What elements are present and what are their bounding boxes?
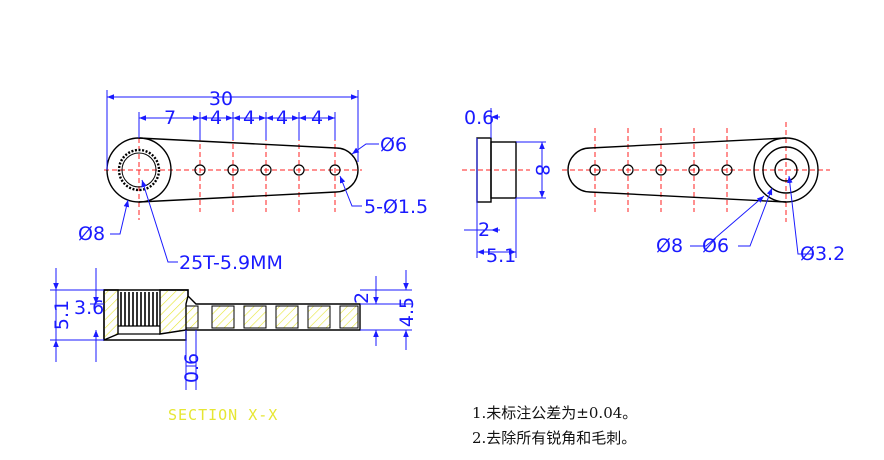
section-label: SECTION X-X — [168, 406, 278, 424]
section-outline — [103, 289, 361, 342]
dim-arm-thickness-a: 2 — [351, 292, 373, 304]
side-view: 0.6 8 2 5.1 — [462, 107, 553, 267]
section-dimension-lines — [50, 268, 412, 390]
top-dimension-lines — [106, 90, 379, 263]
spline-hub — [117, 148, 161, 192]
dim-width: 5.1 — [486, 245, 516, 267]
dim-bore: Ø3.2 — [800, 243, 845, 265]
dim-pitch-3: 4 — [276, 107, 288, 129]
dim-slot: 2 — [478, 219, 490, 241]
bottom-dimension-lines — [690, 175, 814, 255]
dim-pitch-1: 4 — [210, 107, 222, 129]
side-dimension-lines — [464, 108, 546, 258]
bottom-centerlines — [562, 122, 830, 222]
dim-pitch-4: 4 — [311, 107, 323, 129]
dim-bottom: 0.6 — [181, 353, 203, 383]
section-view: 5.1 3.6 2 4.5 0.6 SECTION X-X — [50, 268, 418, 424]
dim-height: 8 — [531, 164, 553, 176]
top-holes — [194, 164, 341, 176]
note-tolerance: 1.未标注公差为±0.04。 — [472, 404, 638, 422]
dim-pitch-2: 4 — [243, 107, 255, 129]
dim-spline: 25T-5.9MM — [179, 252, 283, 274]
dim-total-height: 5.1 — [51, 300, 73, 330]
bottom-arm-outline — [567, 137, 819, 203]
dim-hub-diameter: Ø8 — [78, 223, 105, 245]
note-deburr: 2.去除所有锐角和毛刺。 — [472, 429, 637, 447]
section-spline-teeth — [118, 292, 160, 335]
dim-first-hole: 7 — [164, 107, 176, 129]
dim-tip-diameter-bottom: Ø6 — [702, 235, 729, 257]
bottom-view: Ø8 Ø6 Ø3.2 — [562, 122, 845, 265]
bottom-holes — [589, 164, 733, 176]
top-view: 30 7 4 4 4 4 Ø6 5-Ø1.5 Ø8 25T-5.9MM — [78, 88, 428, 274]
dim-arm-thickness-b: 4.5 — [396, 297, 418, 327]
dim-hub-diameter-bottom: Ø8 — [656, 235, 683, 257]
dim-hub-step: 3.6 — [74, 297, 104, 319]
dim-tip-diameter: Ø6 — [380, 134, 407, 156]
dim-holes: 5-Ø1.5 — [364, 196, 428, 218]
dim-overall-length: 30 — [209, 88, 233, 110]
dim-flange: 0.6 — [464, 107, 494, 129]
